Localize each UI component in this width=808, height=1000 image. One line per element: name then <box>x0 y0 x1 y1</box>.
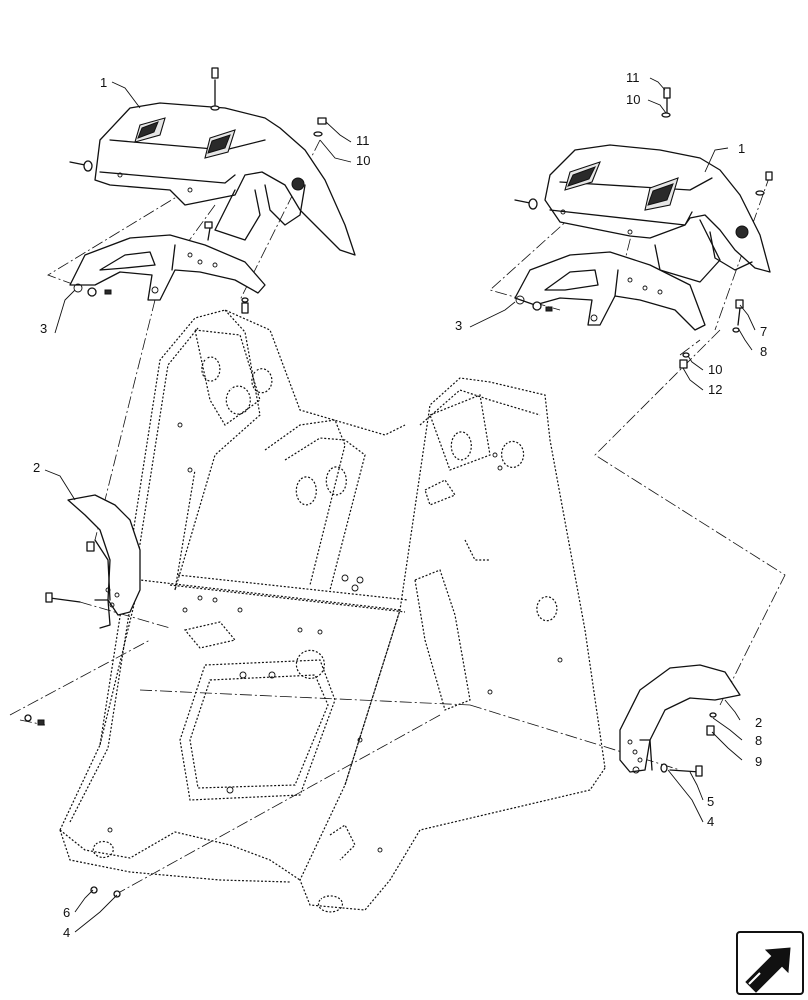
left-fender <box>94 102 356 256</box>
callout-12: 12 <box>708 382 722 397</box>
callout-10-left: 10 <box>356 153 370 168</box>
right-hardware <box>514 87 773 369</box>
callout-3-right: 3 <box>455 318 462 333</box>
callout-10-top-right: 10 <box>626 92 640 107</box>
callout-5: 5 <box>707 794 714 809</box>
callout-11-right: 11 <box>626 70 640 85</box>
callout-7: 7 <box>760 324 767 339</box>
callout-1-right: 1 <box>738 141 745 156</box>
loader-frame <box>59 309 606 913</box>
leader-lines <box>44 77 756 933</box>
callout-11-left: 11 <box>356 133 370 148</box>
callout-2-left: 2 <box>33 460 40 475</box>
callout-1-left: 1 <box>100 75 107 90</box>
callout-4-bottom: 4 <box>63 925 70 940</box>
callout-9: 9 <box>755 754 762 769</box>
left-lower-bracket <box>24 494 141 726</box>
callout-3-left: 3 <box>40 321 47 336</box>
callout-8-lower: 8 <box>755 733 762 748</box>
right-mount-bracket <box>514 251 706 331</box>
left-hardware <box>69 67 327 314</box>
callout-8-upper: 8 <box>760 344 767 359</box>
right-fender <box>544 144 771 283</box>
callout-2-right: 2 <box>755 715 762 730</box>
callout-labels: 1 1 2 2 3 3 4 4 5 6 7 8 8 9 10 10 10 11 … <box>33 70 767 940</box>
callout-10-mid-right: 10 <box>708 362 722 377</box>
callout-4-right: 4 <box>707 814 714 829</box>
arrow-navigation-icon[interactable] <box>736 931 804 995</box>
callout-6: 6 <box>63 905 70 920</box>
right-lower-bracket <box>90 664 741 898</box>
left-mount-bracket <box>69 234 266 301</box>
assembly-centerlines <box>9 139 786 893</box>
